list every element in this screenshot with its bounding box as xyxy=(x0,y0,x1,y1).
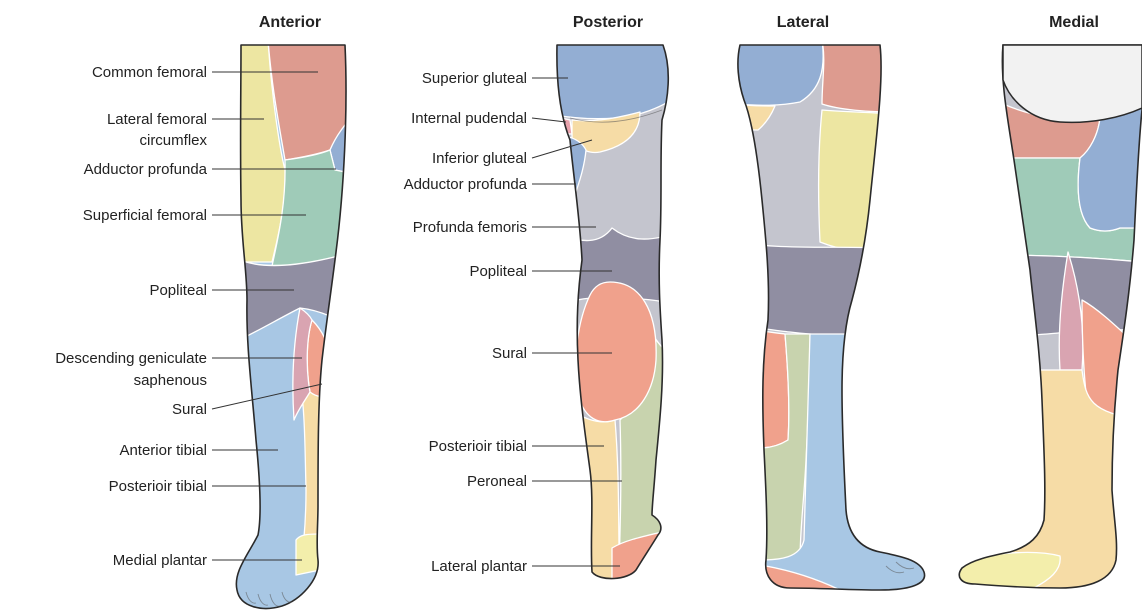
label-lateral-femoral-circumflex-line2: circumflex xyxy=(139,132,207,149)
lateral-leg xyxy=(730,40,940,600)
label-superficial-femoral: Superficial femoral xyxy=(83,207,207,224)
label-lateral-plantar: Lateral plantar xyxy=(431,558,527,575)
anterior-leg xyxy=(200,40,360,613)
label-descending-geniculate-line1: Descending geniculate xyxy=(55,350,207,367)
label-common-femoral: Common femoral xyxy=(92,64,207,81)
view-title-posterior: Posterior xyxy=(573,14,643,31)
view-title-medial: Medial xyxy=(1049,14,1099,31)
view-title-anterior: Anterior xyxy=(259,14,321,31)
lateral-popliteal-zone xyxy=(730,240,890,335)
label-internal-pudendal: Internal pudendal xyxy=(411,110,527,127)
label-descending-geniculate-line2: saphenous xyxy=(134,372,207,389)
label-sural-posterior: Sural xyxy=(492,345,527,362)
label-superior-gluteal: Superior gluteal xyxy=(422,70,527,87)
lateral-sural-zone xyxy=(730,326,789,448)
lateral-femoral-circumflex-lateral-zone xyxy=(819,110,890,252)
label-adductor-profunda-anterior: Adductor profunda xyxy=(84,161,208,178)
medial-plantar-zone xyxy=(296,534,320,575)
posterior-leg xyxy=(540,40,680,600)
view-title-lateral: Lateral xyxy=(777,14,829,31)
label-posterior-tibial-anterior: Posterioir tibial xyxy=(109,478,207,495)
label-sural-anterior: Sural xyxy=(172,401,207,418)
label-adductor-profunda-posterior: Adductor profunda xyxy=(404,176,528,193)
lateral-foot-zone xyxy=(880,540,940,600)
lateral-gluteal-zone xyxy=(730,40,823,105)
medial-leg xyxy=(950,40,1142,600)
label-popliteal-anterior: Popliteal xyxy=(149,282,207,299)
label-anterior-tibial: Anterior tibial xyxy=(119,442,207,459)
label-popliteal-posterior: Popliteal xyxy=(469,263,527,280)
posterior-tibial-posterior-zone xyxy=(560,400,620,600)
label-inferior-gluteal: Inferior gluteal xyxy=(432,150,527,167)
label-posterior-tibial-posterior: Posterioir tibial xyxy=(429,438,527,455)
label-lateral-femoral-circumflex-line1: Lateral femoral xyxy=(107,111,207,128)
label-profunda-femoris: Profunda femoris xyxy=(413,219,527,236)
superficial-femoral-zone xyxy=(272,150,360,266)
medial-plantar-medial-zone xyxy=(950,552,1060,600)
leader-internal-pudendal xyxy=(532,118,566,122)
label-medial-plantar: Medial plantar xyxy=(113,552,207,569)
label-peroneal: Peroneal xyxy=(467,473,527,490)
